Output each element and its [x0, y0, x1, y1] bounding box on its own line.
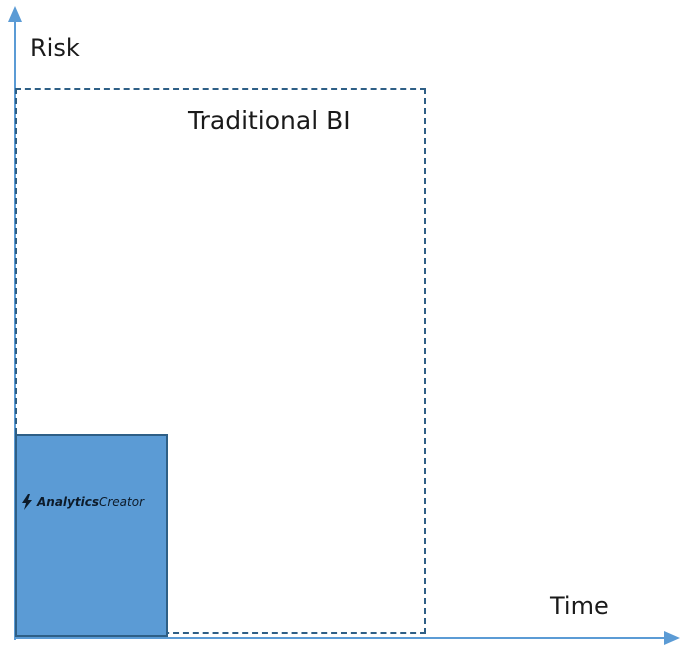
x-axis-arrow [664, 631, 680, 645]
traditional-bi-label: Traditional BI [188, 106, 351, 135]
y-axis-arrow [8, 6, 22, 22]
logo-text-strong: Analytics [37, 495, 99, 509]
x-axis-label: Time [550, 592, 609, 620]
y-axis-label: Risk [30, 34, 80, 62]
traditional-bi-region [15, 88, 426, 634]
logo-text-light: Creator [98, 495, 144, 509]
analytics-creator-logo: Analytics Creator [21, 494, 144, 510]
analytics-creator-region: Analytics Creator [15, 434, 168, 637]
lightning-bolt-icon [22, 494, 32, 510]
